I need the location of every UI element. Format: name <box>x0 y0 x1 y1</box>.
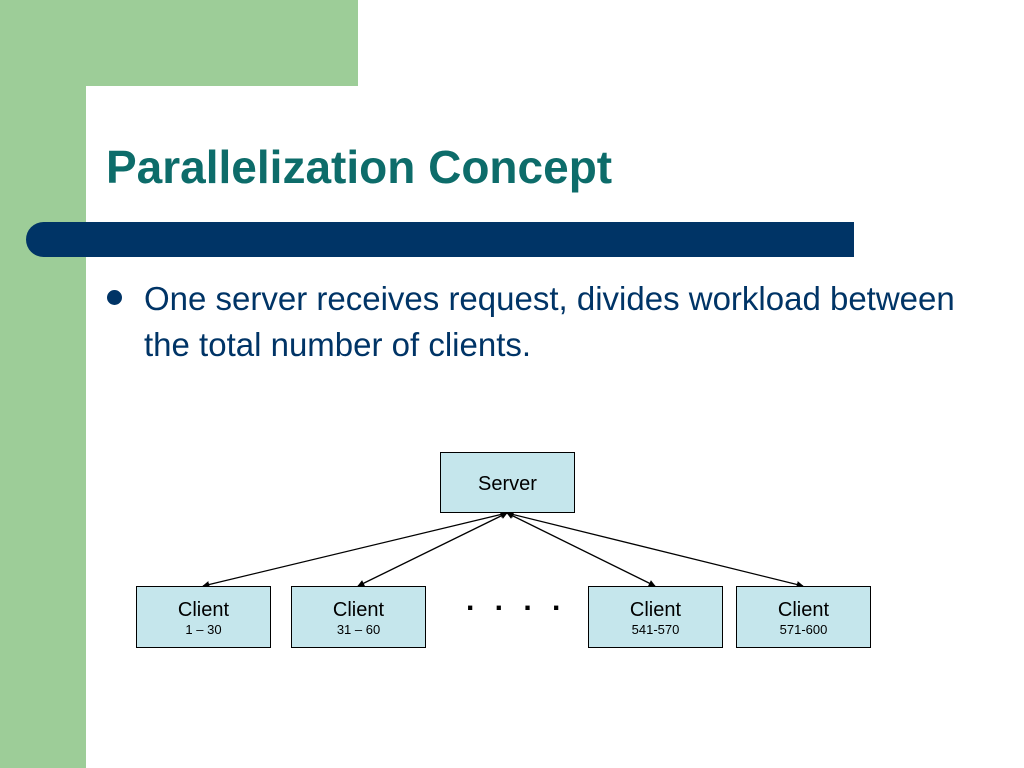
content-panel <box>86 86 1024 768</box>
bullet-text: One server receives request, divides wor… <box>144 280 955 363</box>
slide-title: Parallelization Concept <box>106 141 613 193</box>
decorative-top-block <box>0 0 358 86</box>
client-range: 31 – 60 <box>336 622 381 637</box>
client-box-2: Client 31 – 60 <box>291 586 426 648</box>
client-range: 541-570 <box>631 622 680 637</box>
client-box-3: Client 541-570 <box>588 586 723 648</box>
client-box-1: Client 1 – 30 <box>136 586 271 648</box>
arrow-server-client-2 <box>357 512 508 587</box>
client-label: Client <box>332 599 385 621</box>
client-label: Client <box>177 599 230 621</box>
decorative-side-bar <box>0 0 86 768</box>
arrow-server-client-4 <box>506 511 804 588</box>
client-range: 571-600 <box>779 622 828 637</box>
client-range: 1 – 30 <box>185 622 222 637</box>
ellipsis: . . . . <box>466 584 567 617</box>
server-label: Server <box>478 473 537 495</box>
title-underline-bar <box>26 222 854 257</box>
arrow-server-client-3 <box>506 512 656 587</box>
bullet-dot-icon <box>107 290 122 305</box>
server-box: Server <box>440 452 575 513</box>
arrow-server-client-1 <box>202 511 508 588</box>
client-label: Client <box>629 599 682 621</box>
client-box-4: Client 571-600 <box>736 586 871 648</box>
client-label: Client <box>777 599 830 621</box>
